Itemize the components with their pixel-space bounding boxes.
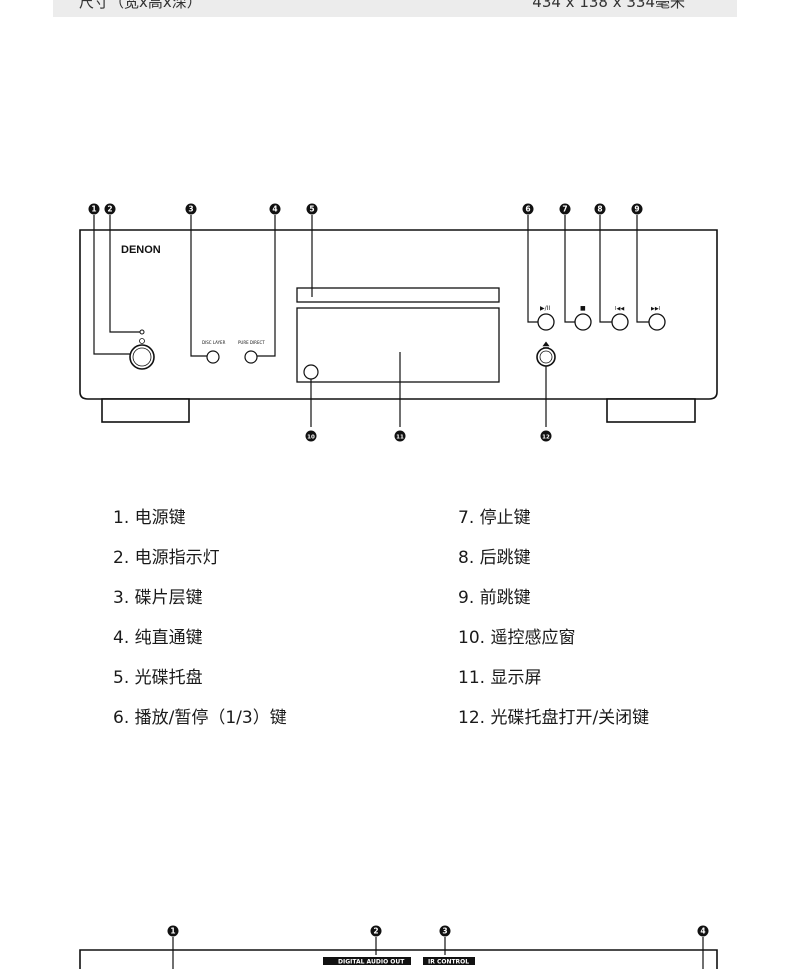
legend-item: 4. 纯直通键 [113, 628, 203, 648]
stop-button [574, 313, 592, 331]
svg-text:2: 2 [107, 205, 112, 214]
callout-3: 3 [185, 203, 197, 215]
legend-item: 9. 前跳键 [458, 588, 531, 608]
leader-lines [93, 215, 649, 427]
callout-4: 4 [697, 925, 709, 937]
disc-tray [296, 287, 500, 303]
callout-6: 6 [522, 203, 534, 215]
svg-text:11: 11 [396, 435, 404, 441]
pure-direct-button [244, 350, 258, 364]
legend-item: 5. 光碟托盘 [113, 668, 203, 688]
stop-symbol: ■ [580, 305, 586, 312]
disc-layer-button [206, 350, 220, 364]
play-pause-button [537, 313, 555, 331]
power-icon [139, 338, 145, 344]
digital-audio-out-panel [323, 957, 411, 965]
svg-text:8: 8 [597, 205, 602, 214]
svg-text:3: 3 [188, 205, 193, 214]
brand-logo: DENON [121, 244, 161, 256]
svg-text:5: 5 [309, 205, 314, 214]
callout-3: 3 [439, 925, 451, 937]
legend-item: 3. 碟片层键 [113, 588, 203, 608]
ir-control-label: IR CONTROL [428, 959, 469, 966]
callout-5: 5 [306, 203, 318, 215]
svg-text:12: 12 [542, 435, 550, 441]
spec-value: 434 x 138 x 334毫米 [532, 0, 685, 11]
next-symbol: ▶▶I [651, 306, 660, 312]
digital-audio-out-label: DIGITAL AUDIO OUT [338, 959, 405, 966]
svg-text:4: 4 [700, 927, 705, 936]
ir-control-panel [423, 957, 475, 965]
pure-direct-label: PURE DIRECT [238, 340, 265, 345]
spec-row: 尺寸（宽x高x深） 434 x 138 x 334毫米 [53, 0, 737, 17]
disc-layer-label: DISC LAYER [202, 340, 226, 345]
svg-text:9: 9 [634, 205, 639, 214]
play-pause-symbol: ▶/II [540, 305, 550, 312]
svg-text:4: 4 [272, 205, 277, 214]
prev-symbol: I◀◀ [615, 306, 624, 312]
legend-item: 6. 播放/暂停（1/3）键 [113, 708, 287, 728]
svg-text:10: 10 [307, 435, 315, 441]
callout-8: 8 [594, 203, 606, 215]
callout-1: 1 [167, 925, 179, 937]
rear-leader-lines [172, 937, 704, 969]
svg-text:3: 3 [442, 927, 447, 936]
legend-item: 1. 电源键 [113, 508, 186, 528]
rear-chassis [79, 949, 718, 969]
legend-item: 10. 遥控感应窗 [458, 628, 576, 648]
spec-label: 尺寸（宽x高x深） [79, 0, 202, 11]
legend-item: 12. 光碟托盘打开/关闭键 [458, 708, 650, 728]
rear-callouts: 1 2 3 4 [167, 925, 709, 937]
prev-button [611, 313, 629, 331]
next-button [648, 313, 666, 331]
svg-text:2: 2 [373, 927, 378, 936]
callout-11: 11 [394, 430, 406, 442]
svg-text:1: 1 [170, 927, 175, 936]
remote-sensor [303, 364, 319, 380]
power-indicator [139, 329, 145, 335]
foot-right [606, 398, 696, 423]
legend-item: 11. 显示屏 [458, 668, 542, 688]
svg-text:1: 1 [91, 205, 96, 214]
svg-text:7: 7 [562, 205, 567, 214]
callout-10: 10 [305, 430, 317, 442]
callout-12: 12 [540, 430, 552, 442]
callout-9: 9 [631, 203, 643, 215]
callout-2: 2 [104, 203, 116, 215]
legend-item: 8. 后跳键 [458, 548, 531, 568]
display-window [296, 307, 500, 383]
callout-2: 2 [370, 925, 382, 937]
legend-item: 2. 电源指示灯 [113, 548, 220, 568]
svg-text:6: 6 [525, 205, 530, 214]
callout-4: 4 [269, 203, 281, 215]
legend-item: 7. 停止键 [458, 508, 531, 528]
foot-left [101, 398, 190, 423]
callout-7: 7 [559, 203, 571, 215]
callout-1: 1 [88, 203, 100, 215]
